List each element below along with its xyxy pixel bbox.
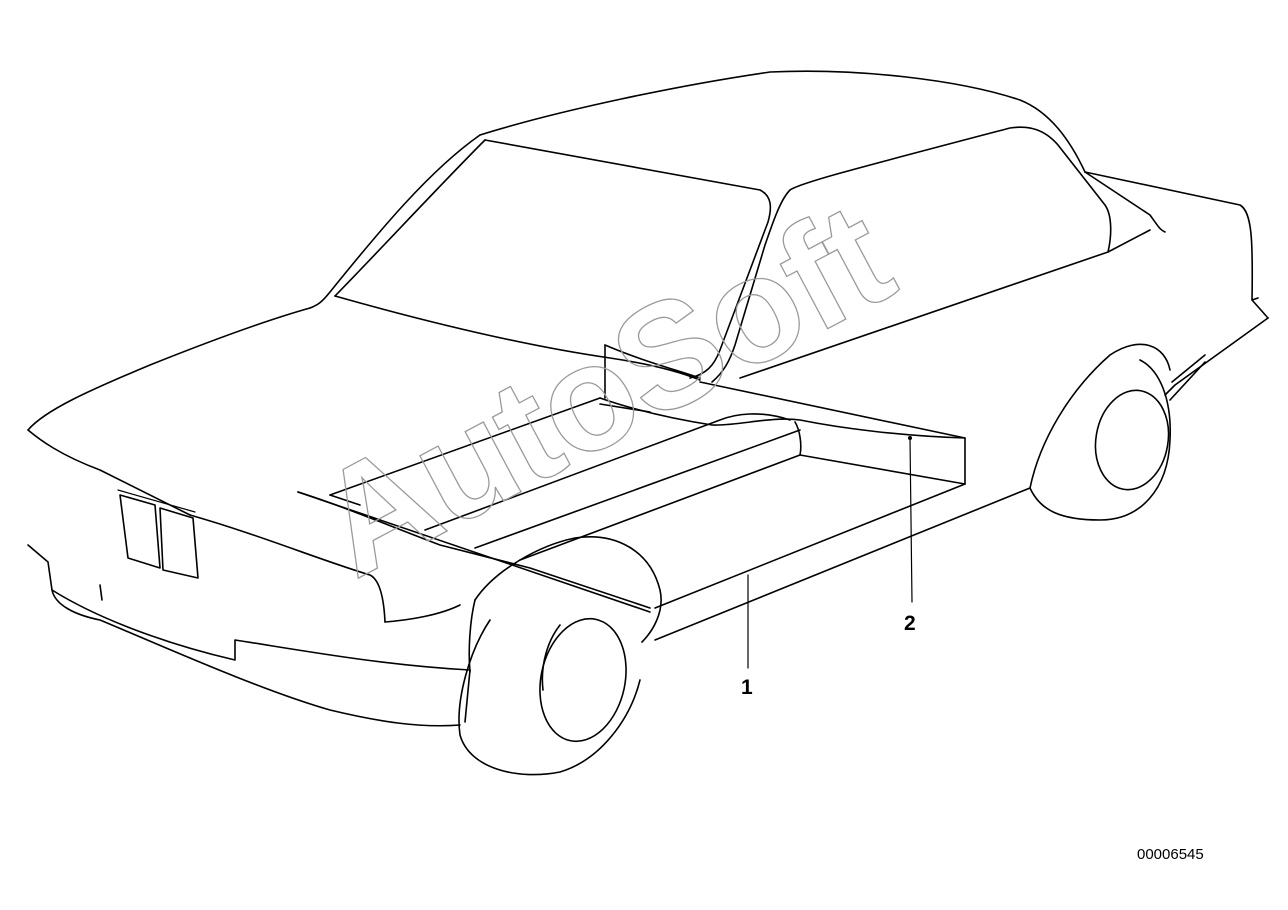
floor-pan: [297, 344, 966, 613]
car-body-outline: [27, 70, 1269, 776]
watermark-text: AutoSoft: [291, 170, 916, 609]
diagram-number: 00006545: [1137, 846, 1204, 863]
callout-label-1: 1: [741, 676, 753, 699]
callout-label-2: 2: [904, 612, 916, 635]
leader-lines: [747, 436, 913, 669]
